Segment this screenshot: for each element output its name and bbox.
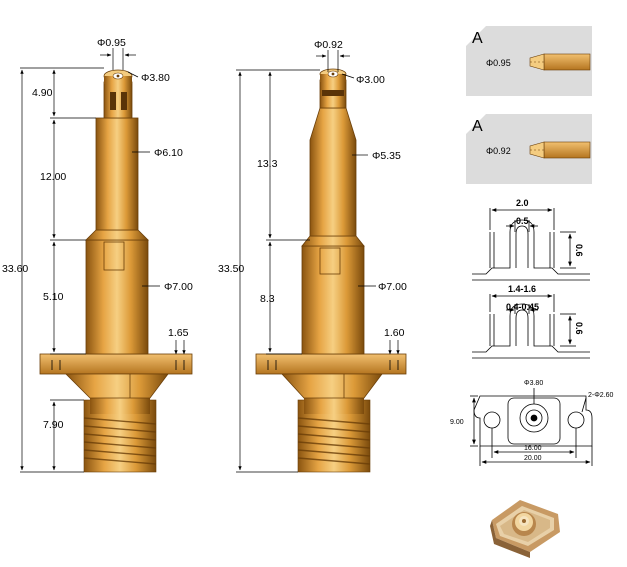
left-mid-dia: Φ7.00 [164,281,193,293]
left-flange [39,353,193,375]
footprint-height: 9.00 [450,419,464,426]
clip-1-labels: 2.0 0.5 0.6 [516,198,584,257]
clip-2-gap: 0.4-0.45 [506,302,539,312]
detail-a1-panel: A Φ0.95 [466,26,592,96]
detail-a2-letter: A [472,118,483,135]
right-pin-drawing [255,68,407,473]
detail-a2-panel: A Φ0.92 [466,114,592,184]
clip-2-height: 0.6 [574,322,584,335]
detail-a1-letter: A [472,30,483,47]
footprint-hole: 2-Φ2.60 [588,392,614,399]
right-mid-dia: Φ7.00 [378,281,407,293]
clip-1-gap: 0.5 [516,216,529,226]
clip-diagram-2 [472,294,590,359]
connector-product-photo [490,500,560,558]
right-mid-body [301,245,365,355]
right-flange [255,353,407,375]
detail-a1-dia: Φ0.95 [486,58,511,68]
left-mid-body [85,239,149,355]
left-upper-len: 12.00 [40,171,66,183]
left-head [103,81,133,119]
right-total-len: 33.50 [218,263,244,275]
left-tip-len: 4.90 [32,87,53,99]
right-head-dia: Φ3.00 [356,74,385,86]
detail-a2-dia: Φ0.92 [486,146,511,156]
left-total-len: 33.60 [2,263,28,275]
right-dimensions [236,50,400,473]
right-upper-len: 13.3 [257,158,278,170]
right-upper-body [309,107,357,237]
clip-1-width: 2.0 [516,198,529,208]
left-head-dia: Φ3.80 [141,72,170,84]
left-thread-len: 7.90 [43,419,64,431]
clip-1-height: 0.6 [574,244,584,257]
left-dimensions [20,48,186,473]
footprint-center-dia: Φ3.80 [524,380,543,387]
clip-diagram-1 [472,208,590,281]
left-tip-dia: Φ0.95 [97,37,126,49]
left-thread [83,398,157,473]
left-upper-body [95,117,139,231]
left-upper-dia: Φ6.10 [154,147,183,159]
footprint-diagram [470,388,593,466]
right-flange-th: 1.60 [384,327,405,339]
clip-2-width: 1.4-1.6 [508,284,536,294]
right-thread [297,398,371,473]
right-labels: Φ0.92 Φ3.00 13.3 Φ5.35 33.50 8.3 Φ7.00 1… [218,39,407,339]
right-mid-len: 8.3 [260,293,275,305]
footprint-labels: Φ3.80 2-Φ2.60 9.00 16.00 20.00 [450,380,614,462]
clip-2-labels: 1.4-1.6 0.4-0.45 0.6 [506,284,584,335]
right-tip-dia: Φ0.92 [314,39,343,51]
footprint-pitch: 16.00 [524,445,542,452]
left-pin-drawing [39,69,193,473]
left-labels: Φ0.95 Φ3.80 4.90 12.00 Φ6.10 33.60 5.10 … [2,37,193,431]
left-flange-th: 1.65 [168,327,189,339]
right-upper-dia: Φ5.35 [372,150,401,162]
footprint-width: 20.00 [524,455,542,462]
left-mid-len: 5.10 [43,291,64,303]
